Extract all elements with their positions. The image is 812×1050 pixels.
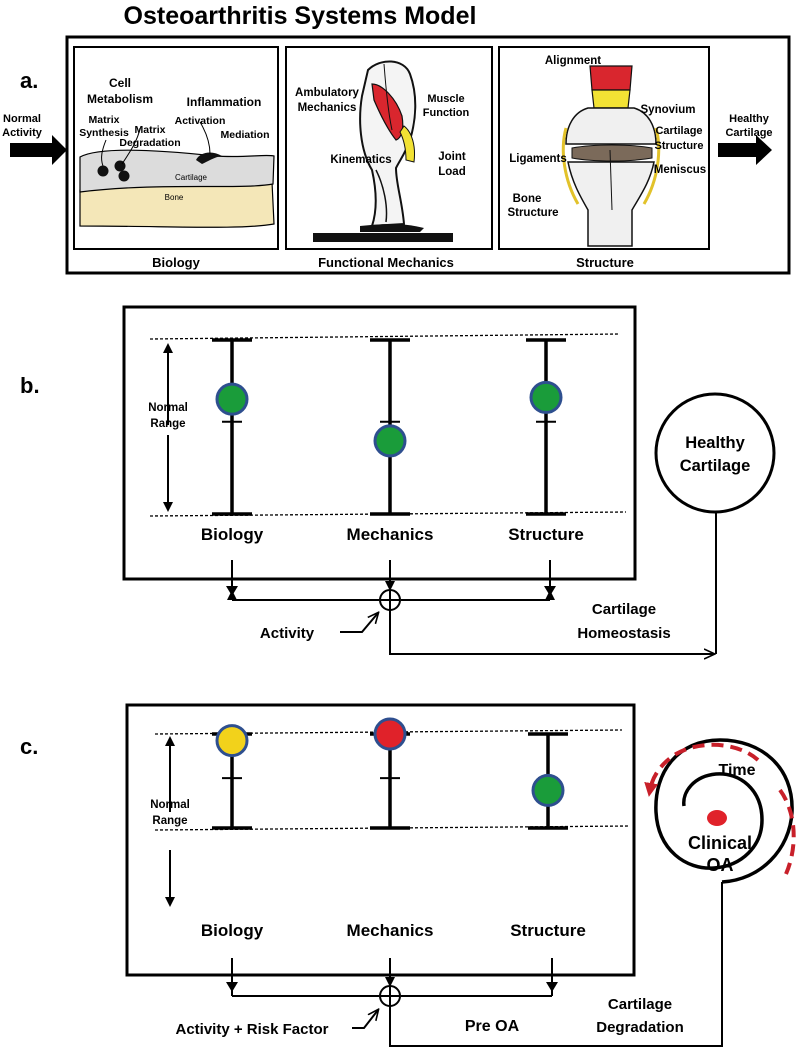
mechanics-caption: Functional Mechanics [318,255,454,270]
cell-metabolism-label-1: Cell [109,76,131,90]
matrix-synthesis-label-2: Synthesis [79,127,129,139]
healthy-circle-label-2: Cartilage [680,457,751,475]
pre-oa-label: Pre OA [465,1018,520,1035]
synovium-label: Synovium [641,104,696,116]
panel-b-label: b. [20,373,40,398]
cell-dot [114,160,126,172]
panel-c-bars: Biology Mechanics Structure [201,717,586,940]
mechanics-marker [373,424,407,458]
biology-box: Cell Metabolism Inflammation Matrix Synt… [73,46,279,250]
healthy-cartilage-label-1: Healthy [729,113,770,125]
ambulatory-label-2: Mechanics [298,102,357,114]
alignment-label: Alignment [545,55,601,67]
structure-range-bar: Structure [508,338,584,544]
biology-bar-label: Biology [201,921,264,940]
meniscus-label: Meniscus [654,164,706,176]
normal-range-label-2: Range [150,418,185,430]
degradation-label-1: Cartilage [608,996,672,1013]
pointer-line [101,139,107,167]
mechanics-marker [373,717,407,751]
bone-label: Bone [165,193,184,202]
biology-range-bar: Biology [201,338,264,544]
homeostasis-label-2: Homeostasis [577,625,670,642]
structure-bar-label: Structure [508,525,584,544]
clinical-label-1: Clinical [688,833,752,853]
cartilage-layer [79,149,275,193]
panel-b-bars: Biology Mechanics Structure [201,338,584,544]
structure-caption: Structure [576,255,634,270]
matrix-degradation-label-1: Matrix [135,124,166,136]
bone-structure-label-1: Bone [513,193,542,205]
normal-range-label-1: Normal [150,799,190,811]
degradation-label-2: Degradation [596,1019,684,1036]
cartilage-structure-label-2: Structure [655,140,704,152]
knee-illustration [561,65,661,247]
panel-c-frame [125,703,636,977]
mechanics-box: Ambulatory Mechanics Muscle Function Kin… [285,46,493,250]
panel-b-flow [226,504,717,654]
floor-bar [313,233,453,242]
normal-activity-label-1: Normal [3,113,41,125]
activity-risk-label: Activity + Risk Factor [176,1021,329,1038]
bone-structure-label-2: Structure [507,207,558,219]
cartilage-label: Cartilage [175,173,208,182]
mediation-label: Mediation [221,129,270,141]
leg-illustration [359,60,424,232]
panel-a-frame [65,35,791,275]
pointer-line [121,127,141,165]
inflammation-shape [196,152,222,164]
normal-activity-label-2: Activity [2,127,43,139]
joint-load-label-1: Joint [438,151,466,163]
healthy-cartilage-circle [654,392,776,514]
activation-label: Activation [175,115,226,127]
activity-label: Activity [260,625,315,642]
output-arrow [718,135,772,165]
normal-range-label-2: Range [152,815,187,827]
homeostasis-label-1: Cartilage [592,601,656,618]
biology-caption: Biology [152,255,200,270]
kinematics-label: Kinematics [330,154,391,166]
panel-b-frame [122,305,637,581]
ambulatory-label-1: Ambulatory [295,87,360,99]
time-label: Time [718,762,755,779]
clinical-label-2: OA [707,855,734,875]
panel-c-flow [226,882,723,1047]
structure-bar-label: Structure [510,921,586,940]
mechanics-bar-label: Mechanics [347,525,434,544]
mechanics-bar-label: Mechanics [347,921,434,940]
muscle-label-2: Function [423,107,470,119]
panel-c-label: c. [20,734,38,759]
cell-dot [118,170,130,182]
clinical-oa-dot [707,810,727,826]
matrix-synthesis-label-1: Matrix [89,114,120,126]
structure-marker [529,380,563,414]
input-arrow [10,135,67,165]
normal-range-label-1: Normal [148,402,188,414]
range-top-line [149,333,621,340]
diagram-title: Osteoarthritis Systems Model [124,2,477,30]
structure-marker [531,773,565,807]
cell-metabolism-label-2: Metabolism [87,92,153,106]
mechanics-range-bar: Mechanics [347,338,434,544]
healthy-cartilage-label-2: Cartilage [725,127,772,139]
cell-dot [97,165,109,177]
muscle-label-1: Muscle [427,93,464,105]
biology-range-bar: Biology [201,724,264,940]
healthy-circle-label-1: Healthy [685,434,745,452]
inflammation-label: Inflammation [187,95,262,109]
structure-box: Alignment Synovium Cartilage Structure L… [498,46,710,250]
biology-bar-label: Biology [201,525,264,544]
structure-range-bar: Structure [510,732,586,940]
biology-marker [215,382,249,416]
clinical-oa-spiral [644,738,796,884]
joint-load-label-2: Load [438,166,465,178]
pointer-line [199,121,211,155]
mechanics-range-bar: Mechanics [347,717,434,940]
biology-marker [215,724,249,758]
matrix-degradation-label-2: Degradation [119,137,180,149]
cartilage-structure-label-1: Cartilage [655,125,702,137]
ligaments-label: Ligaments [509,153,567,165]
panel-a-label: a. [20,68,38,93]
